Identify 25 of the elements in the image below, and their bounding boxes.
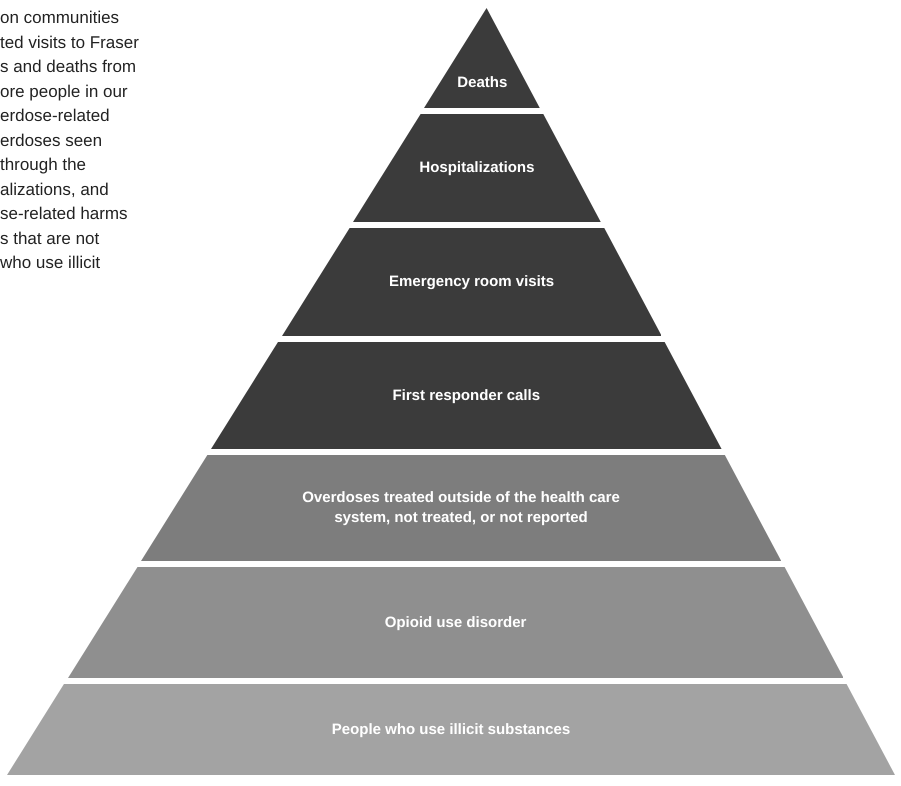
level-label: People who use illicit substances [332, 720, 570, 740]
pyramid-level [282, 228, 662, 336]
level-label: Emergency room visits [389, 272, 554, 292]
paragraph-line: erdose-related [0, 105, 110, 127]
paragraph-line: alizations, and [0, 178, 109, 200]
level-label: Hospitalizations [419, 158, 534, 178]
level-label: Deaths [457, 73, 508, 93]
paragraph-line: ore people in our [0, 80, 128, 102]
pyramid-level [68, 567, 844, 678]
paragraph-line: s and deaths from [0, 56, 136, 78]
pyramid-level [140, 455, 782, 561]
level-label: Opioid use disorder [384, 612, 526, 632]
paragraph-line: on communities [0, 7, 120, 29]
paragraph-line: through the [0, 154, 86, 176]
paragraph-line: ted visits to Fraser [0, 32, 139, 54]
pyramid-level [424, 8, 540, 108]
pyramid-level [353, 114, 601, 222]
paragraph-line: erdoses seen [0, 130, 102, 152]
pyramid-level [7, 684, 895, 775]
pyramid-level [211, 342, 722, 449]
paragraph-line: who use illicit [0, 252, 100, 274]
level-label: First responder calls [392, 386, 540, 406]
paragraph-line: s that are not [0, 228, 100, 250]
level-label: Overdoses treated outside of the health care system, not treated, or not reported [301, 488, 621, 528]
paragraph-line: se-related harms [0, 203, 128, 225]
